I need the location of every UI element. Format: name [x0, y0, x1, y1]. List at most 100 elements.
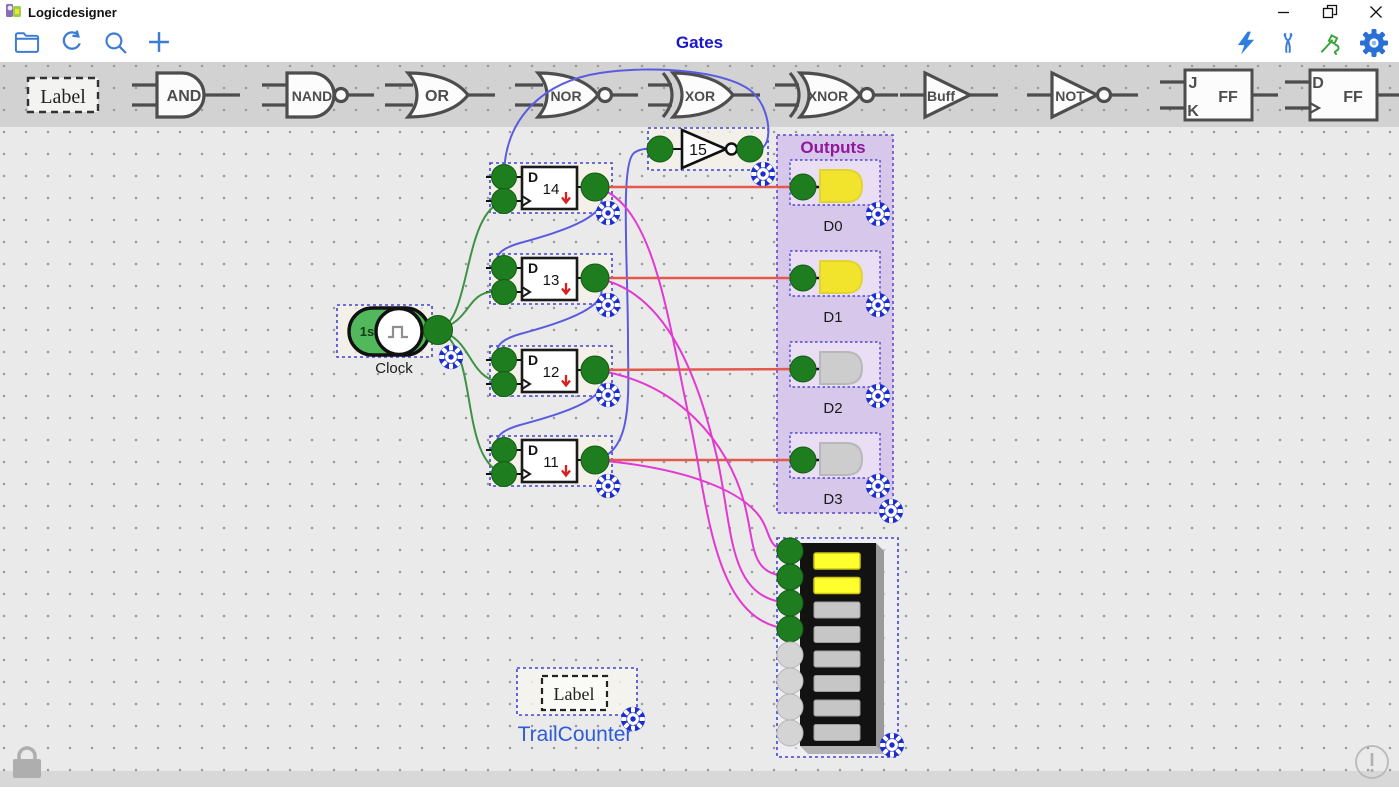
ff12-id-text: 12 [543, 364, 560, 381]
palette-dff-ff-text: FF [1343, 89, 1363, 106]
info-icon[interactable] [1355, 745, 1389, 779]
not-gear-icon[interactable] [750, 161, 776, 187]
restore-button[interactable] [1307, 0, 1353, 24]
ff12-gear-icon[interactable] [595, 382, 621, 408]
bar-input-dot-4[interactable] [776, 615, 804, 643]
d2-input-dot[interactable] [789, 355, 817, 383]
palette-gate-or[interactable] [385, 71, 495, 119]
pliers-tool-icon[interactable] [1275, 29, 1301, 62]
ff13-gear-icon[interactable] [595, 292, 621, 318]
ff13-output-dot[interactable] [580, 263, 610, 293]
outputs-group-title: Outputs [800, 138, 865, 157]
bar-input-dot-1[interactable] [776, 537, 804, 565]
palette-gate-not[interactable] [1027, 70, 1138, 120]
d0-input-dot[interactable] [789, 173, 817, 201]
palette-nor-text: NOR [550, 88, 581, 104]
palette-or-text: OR [425, 88, 449, 105]
wire-ff14-to-bar [594, 186, 791, 630]
refresh-button[interactable] [58, 28, 86, 61]
palette-gate-nor[interactable] [515, 71, 638, 119]
bargraph-component[interactable] [776, 537, 899, 758]
led-bulb-d0 [819, 169, 864, 203]
palette-gate-xor[interactable] [648, 71, 760, 119]
bar-segment-8 [813, 724, 861, 741]
d1-input-dot[interactable] [789, 264, 817, 292]
window-title: Logicdesigner [28, 4, 117, 20]
palette-gate-buff[interactable] [900, 70, 998, 120]
bar-segment-5 [813, 650, 861, 668]
palette-gate-nand[interactable] [262, 71, 374, 119]
ff11-d-input-dot[interactable] [491, 437, 517, 463]
bar-input-dot-6[interactable] [776, 667, 804, 695]
bar-input-dot-3[interactable] [776, 589, 804, 617]
lock-icon[interactable] [13, 746, 41, 778]
palette-dff-d-text: D [1312, 75, 1324, 92]
ff14-id-text: 14 [543, 181, 560, 198]
design-canvas[interactable]: Label AND NAND OR NOR XOR XNOR Buff NOT … [0, 62, 1399, 787]
ff13-d-input-dot[interactable] [491, 255, 517, 281]
led-output-d1[interactable] [789, 250, 881, 297]
clock-output-dot[interactable] [423, 315, 453, 345]
d0-gear-icon[interactable] [865, 201, 891, 227]
ff11-gear-icon[interactable] [595, 473, 621, 499]
not-output-dot[interactable] [736, 135, 764, 163]
probe-tool-icon[interactable] [1317, 29, 1343, 62]
settings-gear-icon[interactable] [1359, 28, 1389, 63]
bar-segment-7 [813, 699, 861, 717]
ff14-gear-icon[interactable] [595, 200, 621, 226]
label-component-trailcounter[interactable] [516, 667, 638, 716]
ff12-clk-input-dot[interactable] [491, 371, 517, 397]
bargraph-gear-icon[interactable] [879, 732, 905, 758]
ff13-clk-input-dot[interactable] [491, 279, 517, 305]
bar-segment-4 [813, 626, 861, 643]
design-canvas-svg[interactable]: Label AND NAND OR NOR XOR XNOR Buff NOT … [0, 62, 1399, 787]
wire-ff12-to-d2 [594, 367, 804, 372]
palette-gate-d-ff[interactable] [1285, 68, 1399, 122]
palette-item-label[interactable] [26, 76, 100, 114]
palette-nand-text: NAND [292, 88, 332, 104]
palette-gate-jk-ff[interactable] [1160, 68, 1278, 122]
square-wave-icon [388, 325, 408, 339]
wire-not-to-ff14 [503, 68, 770, 178]
d2-gear-icon[interactable] [865, 383, 891, 409]
bar-input-dot-7[interactable] [776, 693, 804, 721]
d1-gear-icon[interactable] [865, 292, 891, 318]
bar-input-dot-5[interactable] [776, 641, 804, 669]
wire-clock-ff11 [437, 329, 505, 475]
ff11-clk-input-dot[interactable] [491, 461, 517, 487]
ff12-port-text: D [528, 352, 538, 368]
outputs-group-gear-icon[interactable] [878, 498, 904, 524]
clock-toggle[interactable] [374, 306, 424, 357]
simulate-lightning-icon[interactable] [1233, 29, 1259, 62]
toolbar-title: Gates [675, 33, 724, 52]
ff14-d-input-dot[interactable] [491, 164, 517, 190]
d3-gear-icon[interactable] [865, 473, 891, 499]
d3-input-dot[interactable] [789, 446, 817, 474]
palette-buff-text: Buff [927, 88, 955, 104]
palette-and-text: AND [167, 88, 202, 105]
bar-input-dot-2[interactable] [776, 563, 804, 591]
ff12-output-dot[interactable] [580, 355, 610, 385]
d1-caption: D1 [823, 309, 842, 326]
ff11-output-dot[interactable] [580, 445, 610, 475]
close-button[interactable] [1353, 0, 1399, 24]
clock-component[interactable] [336, 304, 438, 358]
clock-gear-icon[interactable] [438, 344, 464, 370]
bar-input-dot-8[interactable] [776, 719, 804, 747]
clock-caption: Clock [375, 360, 413, 377]
ff12-d-input-dot[interactable] [491, 347, 517, 373]
wire-ff11-to-bar [594, 459, 791, 552]
d3-caption: D3 [823, 491, 842, 508]
ff14-output-dot[interactable] [580, 172, 610, 202]
add-component-button[interactable] [145, 28, 173, 61]
ff13-id-text: 13 [543, 272, 560, 289]
palette-gate-and[interactable] [132, 71, 240, 119]
minimize-button[interactable] [1261, 0, 1307, 24]
palette-gate-xnor[interactable] [775, 71, 898, 119]
not-input-dot[interactable] [646, 135, 674, 163]
wire-ff13-to-bar [594, 277, 791, 604]
search-button[interactable] [102, 29, 129, 61]
d0-caption: D0 [823, 218, 842, 235]
ff14-clk-input-dot[interactable] [491, 188, 517, 214]
open-folder-button[interactable] [12, 28, 42, 61]
